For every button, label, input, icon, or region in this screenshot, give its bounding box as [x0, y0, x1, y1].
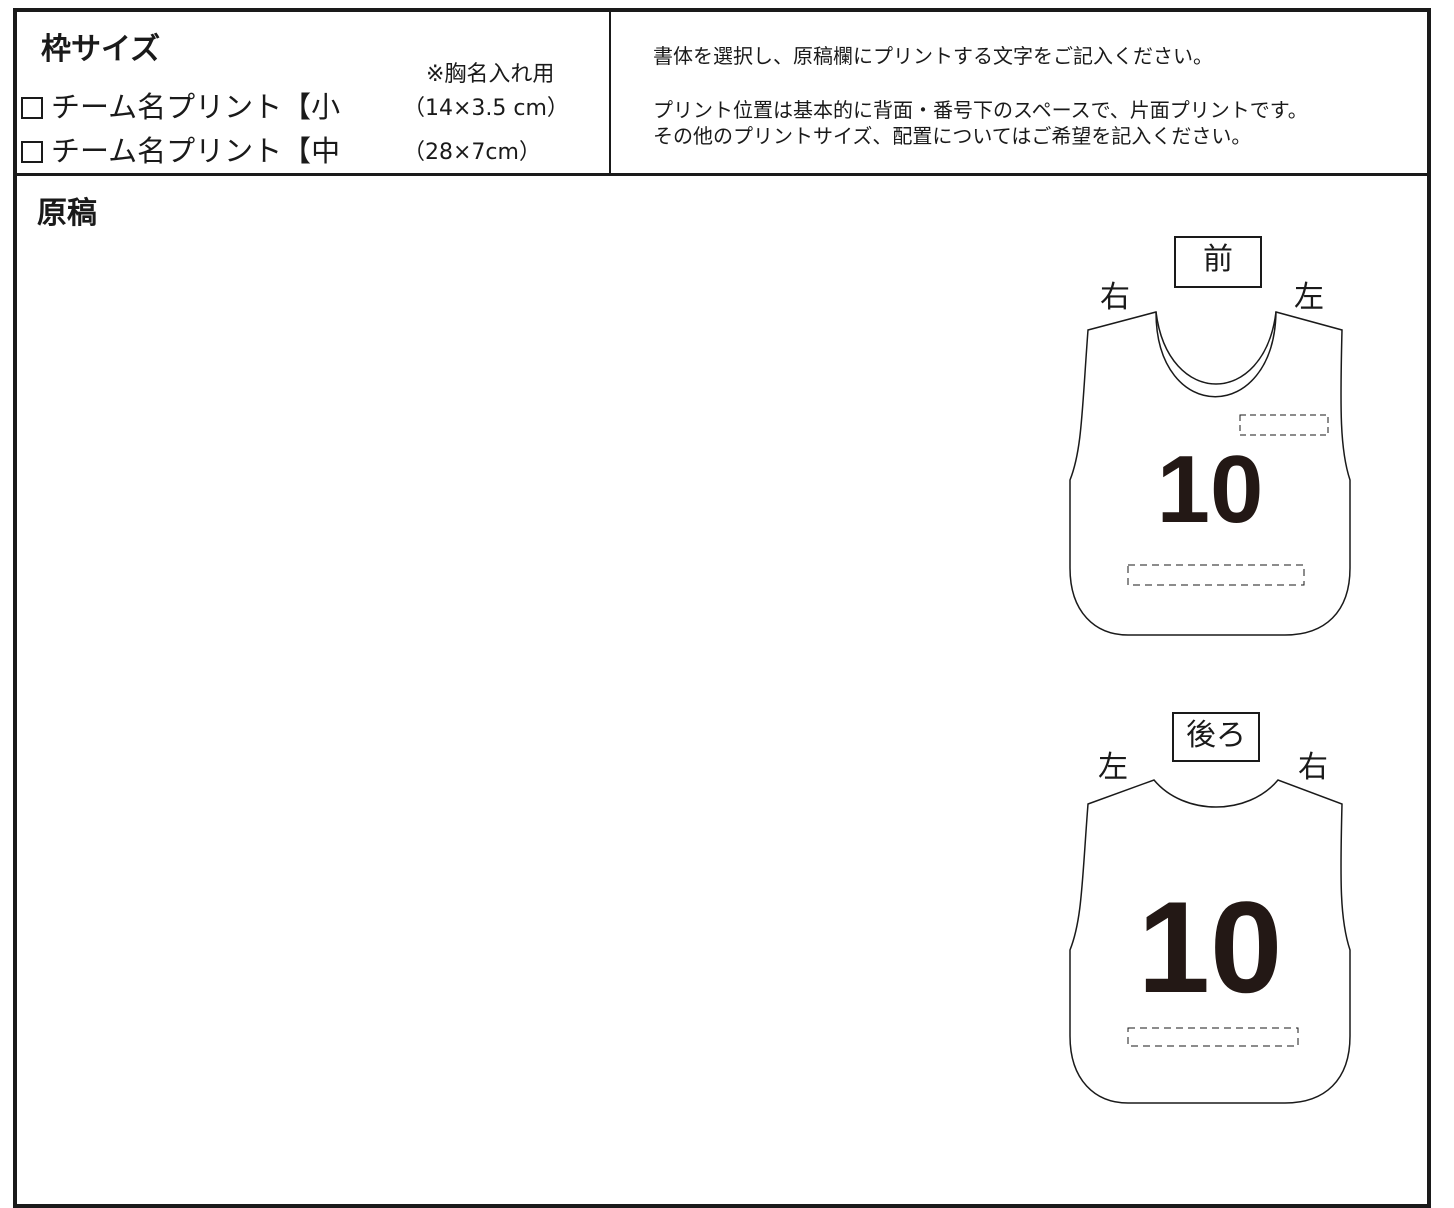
front-bib-number: 10 — [1157, 436, 1264, 543]
back-tag: 後ろ — [1172, 712, 1260, 762]
back-right-side-label: 右 — [1298, 750, 1328, 785]
back-left-side-label: 左 — [1098, 750, 1128, 785]
option-medium-size: （28×7cm） — [403, 140, 541, 165]
checkbox-medium[interactable] — [21, 141, 43, 163]
form-header: 枠サイズ ※胸名入れ用 チーム名プリント【小 （14×3.5 cm） チーム名プ… — [17, 12, 1427, 176]
instruction-line-1: 書体を選択し、原稿欄にプリントする文字をご記入ください。 — [653, 44, 1213, 68]
front-left-side-label: 右 — [1100, 280, 1130, 315]
option-medium-label: チーム名プリント【中 — [51, 134, 341, 168]
front-right-side-label: 左 — [1294, 280, 1324, 315]
front-name-print-area — [1127, 564, 1305, 586]
back-bib-number: 10 — [1138, 874, 1283, 1020]
header-divider — [609, 12, 611, 176]
order-form-frame: 枠サイズ ※胸名入れ用 チーム名プリント【小 （14×3.5 cm） チーム名プ… — [13, 8, 1431, 1208]
front-tag: 前 — [1174, 236, 1262, 288]
instruction-line-2: プリント位置は基本的に背面・番号下のスペースで、片面プリントです。 — [653, 98, 1308, 122]
chest-print-area — [1239, 414, 1329, 436]
chest-name-note: ※胸名入れ用 — [426, 62, 555, 87]
front-bib-outline — [1069, 311, 1351, 636]
back-bib-illustration: 10 — [1069, 779, 1351, 1104]
checkbox-small[interactable] — [21, 97, 43, 119]
option-small-size: （14×3.5 cm） — [403, 96, 569, 121]
draft-title: 原稿 — [37, 196, 97, 231]
back-bib-outline — [1069, 779, 1351, 1104]
front-bib-illustration: 10 — [1069, 311, 1351, 636]
size-panel-title: 枠サイズ — [41, 32, 161, 67]
instruction-line-3: その他のプリントサイズ、配置についてはご希望を記入ください。 — [653, 124, 1252, 148]
back-name-print-area — [1127, 1027, 1299, 1047]
option-small-label: チーム名プリント【小 — [51, 90, 341, 124]
option-small[interactable]: チーム名プリント【小 — [21, 84, 340, 126]
front-neckline — [1155, 311, 1277, 398]
option-medium[interactable]: チーム名プリント【中 — [21, 128, 340, 170]
